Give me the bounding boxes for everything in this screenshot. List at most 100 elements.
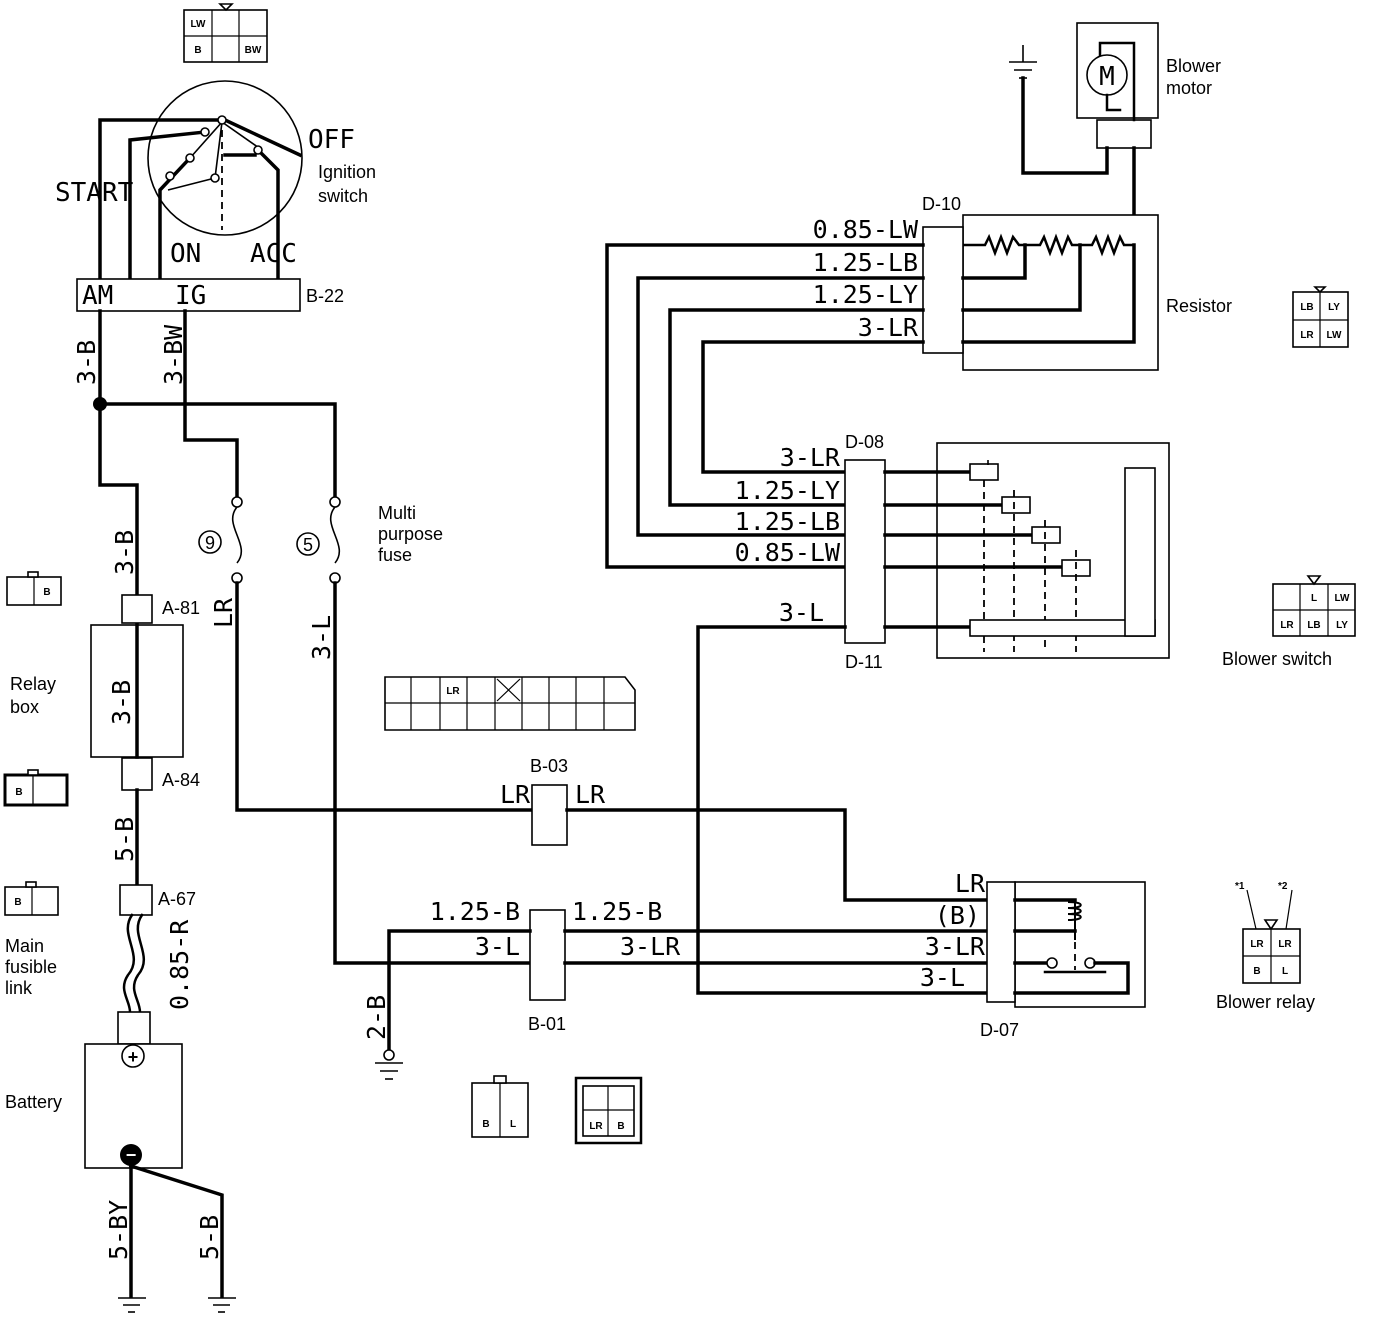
wire-125ly bbox=[668, 308, 925, 507]
ground-icon bbox=[118, 1297, 146, 1313]
junction-dot bbox=[93, 397, 107, 411]
ignition-pin-b: B bbox=[194, 45, 201, 56]
ignition-connector-face: LW B BW bbox=[183, 3, 268, 63]
relay-top-pin-b: B bbox=[43, 587, 50, 598]
relay-box-bottom-connector-face: B bbox=[3, 769, 69, 807]
ignition-terminal-block: AM IG B-22 bbox=[76, 278, 344, 312]
resistor-pin-ly: LY bbox=[1328, 302, 1340, 313]
blower-switch-connector-face: L LW LR LB LY bbox=[1272, 575, 1356, 637]
b01-left-connector-face: B L bbox=[471, 1075, 529, 1138]
ignition-start-label: START bbox=[55, 178, 134, 208]
relay-note-2: *2 bbox=[1278, 881, 1288, 892]
resistor-connector-face: LB LY LR LW bbox=[1292, 286, 1349, 348]
blower-relay-title: Blower relay bbox=[1216, 992, 1315, 1012]
terminal-am-label: AM bbox=[82, 281, 113, 311]
fusible-link-connector-face: B bbox=[4, 881, 59, 916]
connector-b22-label: B-22 bbox=[306, 286, 344, 306]
wire-3l-fuse5 bbox=[333, 581, 532, 965]
switch-pin-ly: LY bbox=[1336, 620, 1348, 631]
wire-085lw bbox=[605, 243, 925, 569]
b01-left-label-1: 3-L bbox=[475, 932, 520, 961]
wire-3b-relay-label: 3-B bbox=[110, 530, 139, 575]
resistor-wire-label-3: 3-LR bbox=[858, 313, 919, 342]
ignition-pin-lw: LW bbox=[191, 19, 207, 30]
wire-5b-ground bbox=[128, 1163, 224, 1298]
blower-switch: 3-LR 1.25-LY 1.25-LB 0.85-LW 3-L D-08 D-… bbox=[735, 432, 1332, 672]
relay-bottom-pin-b: B bbox=[15, 787, 22, 798]
resistor-pin-lb: LB bbox=[1300, 302, 1313, 313]
switch-wire-label-2: 1.25-LB bbox=[735, 507, 840, 536]
b01-right-pin-b: B bbox=[617, 1121, 624, 1132]
connector-a84-label: A-84 bbox=[162, 770, 200, 790]
wire-5b-label: 5-B bbox=[110, 817, 139, 862]
connector-b03: B-03 LR LR bbox=[500, 756, 606, 846]
connector-d07-label: D-07 bbox=[980, 1020, 1019, 1040]
resistor-wire-label-2: 1.25-LY bbox=[813, 280, 918, 309]
ground-icon bbox=[375, 1049, 403, 1080]
blower-relay-connector-face: *1 *2 LR LR B L bbox=[1235, 881, 1301, 984]
ground-icon bbox=[208, 1297, 236, 1313]
relay-wire-label-0: LR bbox=[955, 869, 986, 898]
motor-symbol: M bbox=[1099, 62, 1115, 92]
resistor: D-10 Resistor bbox=[922, 194, 1232, 371]
wire-5by-label: 5-BY bbox=[104, 1200, 133, 1260]
connector-d10-label: D-10 bbox=[922, 194, 961, 214]
b01-left-pin-b: B bbox=[482, 1119, 489, 1130]
wire-am-label: 3-B bbox=[72, 340, 101, 385]
wire-bus bbox=[98, 402, 337, 502]
connector-b01-label: B-01 bbox=[528, 1014, 566, 1034]
blower-switch-title: Blower switch bbox=[1222, 649, 1332, 669]
ignition-on-label: ON bbox=[170, 239, 201, 269]
battery-minus: − bbox=[126, 1145, 137, 1165]
wire-3bw-trunk bbox=[183, 309, 239, 502]
battery-plus: + bbox=[128, 1047, 139, 1067]
relay-pin-lr1: LR bbox=[1250, 939, 1264, 950]
ignition-acc-label: ACC bbox=[250, 239, 297, 269]
connector-a81-label: A-81 bbox=[162, 598, 200, 618]
wire-085r-label: 0.85-R bbox=[165, 919, 194, 1010]
wire-3l-label: 3-L bbox=[307, 615, 336, 660]
terminal-ig-label: IG bbox=[175, 281, 206, 311]
b01-right-connector-face: LR B bbox=[574, 1076, 643, 1145]
ignition-off-label: OFF bbox=[308, 125, 355, 155]
wire-lr-relay bbox=[565, 808, 989, 902]
b01-left-pin-l: L bbox=[510, 1119, 516, 1130]
b01-right-label-1: 3-LR bbox=[620, 932, 681, 961]
ignition-pin-bw: BW bbox=[245, 45, 262, 56]
resistor-pin-lw: LW bbox=[1327, 330, 1343, 341]
switch-pin-lr: LR bbox=[1280, 620, 1294, 631]
relay-wire-label-2: 3-LR bbox=[925, 932, 986, 961]
fusible-pin-b: B bbox=[14, 897, 21, 908]
wire-2b-ground bbox=[387, 929, 532, 1052]
wire-motor-ground bbox=[1021, 76, 1109, 175]
relay-pin-b: B bbox=[1253, 966, 1260, 977]
switch-wire-label-3: 0.85-LW bbox=[735, 538, 841, 567]
b03-left-label: LR bbox=[500, 780, 531, 809]
relay-pin-lr2: LR bbox=[1278, 939, 1292, 950]
blower-relay: LR (B) 3-LR 3-L D-07 Blower relay bbox=[920, 869, 1315, 1040]
wire-125lb bbox=[636, 276, 925, 537]
battery: + − Battery bbox=[5, 1011, 183, 1169]
b03-right-label: LR bbox=[575, 780, 606, 809]
ground-icon bbox=[1009, 45, 1037, 79]
b01-left-label-0: 1.25-B bbox=[430, 897, 520, 926]
wire-3lr bbox=[701, 340, 925, 474]
b01-right-label-0: 1.25-B bbox=[572, 897, 662, 926]
resistor-pin-lr: LR bbox=[1300, 330, 1314, 341]
wire-2b-label: 2-B bbox=[362, 995, 391, 1040]
resistor-wire-label-0: 0.85-LW bbox=[813, 215, 919, 244]
connector-a67-label: A-67 bbox=[158, 889, 196, 909]
connector-b03-label: B-03 bbox=[530, 756, 568, 776]
relay-pin-l: L bbox=[1282, 966, 1288, 977]
connector-b01: B-01 1.25-B 3-L 1.25-B 3-LR bbox=[430, 897, 681, 1034]
resistor-title: Resistor bbox=[1166, 296, 1232, 316]
switch-pin-lw: LW bbox=[1335, 593, 1351, 604]
